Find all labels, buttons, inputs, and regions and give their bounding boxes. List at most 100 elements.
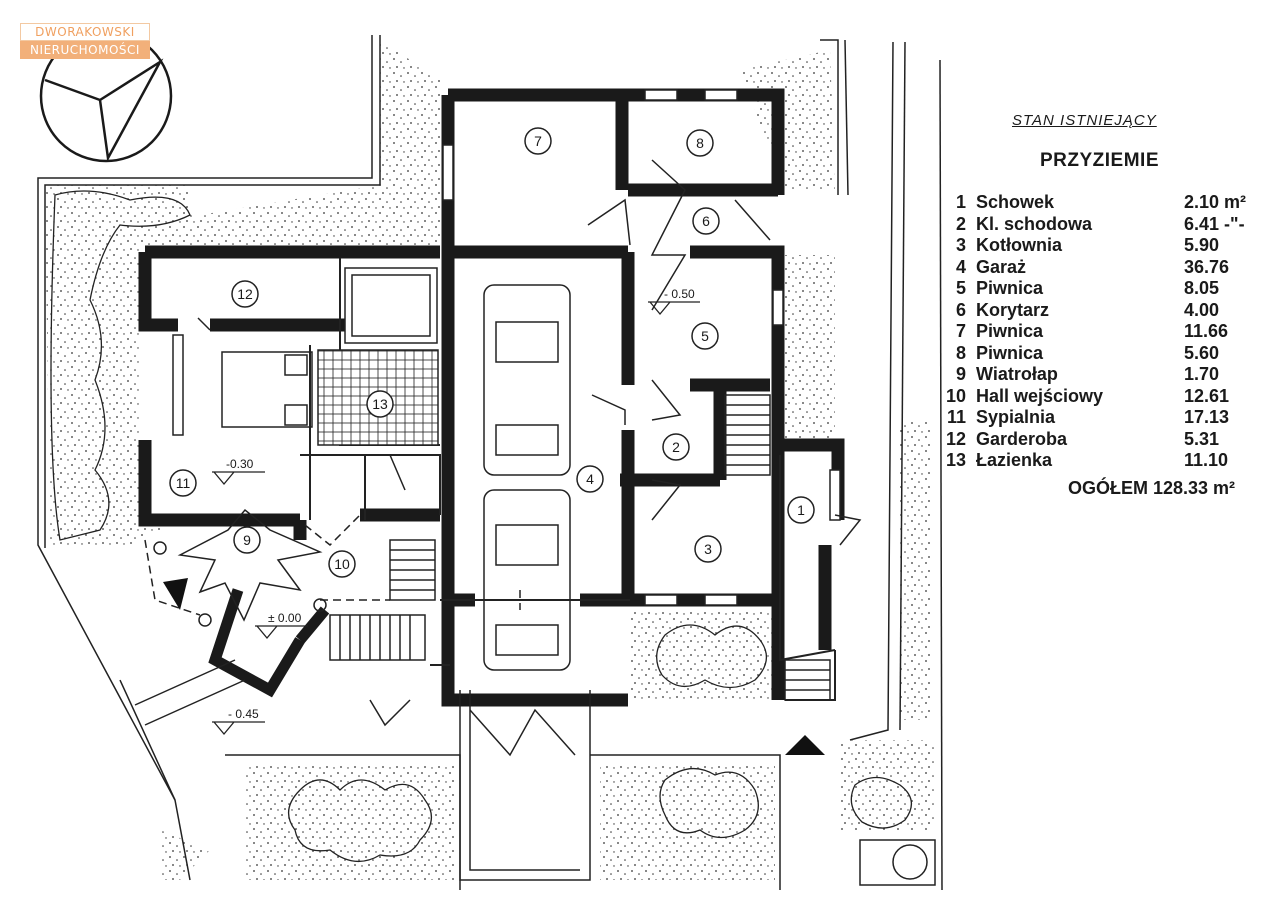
room-name: Korytarz: [976, 299, 1050, 320]
room-area: 1.70: [1184, 364, 1220, 384]
room-name: Schowek: [976, 192, 1055, 212]
room-name: Łazienka: [976, 450, 1053, 470]
svg-text:9: 9: [243, 532, 251, 548]
svg-text:5: 5: [701, 328, 709, 344]
staircase-icon: [329, 394, 831, 701]
legend-row: 1 Schowek 2.10 m²: [940, 192, 1280, 214]
level-marker-minus-030: -0.30: [212, 457, 265, 486]
room-area: 5.60: [1184, 342, 1220, 363]
svg-text:8: 8: [696, 135, 704, 151]
room-name: Kl. schodowa: [976, 213, 1093, 234]
bed-icon: [221, 351, 313, 428]
legend-row: 6 Korytarz 4.00: [940, 300, 1280, 322]
driveway: [134, 659, 591, 881]
shrub-icon: [288, 624, 912, 862]
svg-text:7: 7: [534, 133, 542, 149]
room-marker-13: 13: [366, 390, 394, 418]
room-number: 8: [955, 342, 966, 363]
level-marker-zero: ± 0.00: [255, 611, 308, 640]
legend-header: STAN ISTNIEJĄCY: [1012, 112, 1157, 129]
room-area: 36.76: [1184, 256, 1230, 277]
room-area: 12.61: [1184, 385, 1230, 406]
svg-text:3: 3: [704, 541, 712, 557]
room-marker-10: 10: [328, 550, 356, 578]
room-number: 9: [955, 364, 966, 384]
shower-icon: [344, 267, 438, 344]
room-name: Kotłownia: [976, 235, 1062, 255]
room-marker-1: 1: [787, 496, 815, 524]
svg-text:- 0.50: - 0.50: [664, 287, 695, 301]
room-number: 4: [955, 256, 966, 277]
tree-outline: [50, 190, 191, 541]
room-area: 2.10 m²: [1184, 192, 1247, 212]
room-name: Sypialnia: [976, 407, 1056, 427]
car-icon: [483, 489, 571, 671]
room-number: 13: [945, 450, 966, 470]
legend-row: 2 Kl. schodowa 6.41 -"-: [940, 214, 1280, 236]
room-marker-9: 9: [233, 526, 261, 554]
svg-text:-0.30: -0.30: [226, 457, 254, 471]
room-area: 4.00: [1184, 299, 1220, 320]
logo-line-2: NIERUCHOMOŚCI: [20, 41, 150, 59]
room-name: Piwnica: [976, 321, 1044, 341]
svg-text:1: 1: [797, 502, 805, 518]
manhole-icon: [859, 839, 936, 886]
room-area: 5.90: [1184, 235, 1220, 255]
room-name: Wiatrołap: [976, 364, 1058, 384]
room-area: 8.05: [1184, 278, 1220, 298]
legend-row: 12 Garderoba 5.31: [940, 429, 1280, 451]
legend-row: 8 Piwnica 5.60: [940, 343, 1280, 365]
room-number: 1: [955, 192, 966, 212]
dashed-outline: [144, 514, 521, 616]
svg-text:13: 13: [372, 396, 388, 412]
room-marker-11: 11: [169, 469, 197, 497]
room-marker-3: 3: [694, 535, 722, 563]
windows: [172, 89, 841, 606]
svg-text:11: 11: [176, 475, 191, 491]
room-marker-4: 4: [576, 465, 604, 493]
room-number: 7: [955, 321, 966, 341]
room-number-markers: 7 8 6 12 5 13 2 4 11 1 9 3 10: [169, 127, 815, 578]
room-marker-6: 6: [692, 207, 720, 235]
pillar-icon: [153, 541, 327, 627]
room-area: 5.31: [1184, 428, 1220, 449]
logo-line-1: DWORAKOWSKI: [20, 23, 150, 41]
svg-text:± 0.00: ± 0.00: [268, 611, 302, 625]
svg-text:4: 4: [586, 471, 594, 487]
entrance-star: [177, 508, 323, 622]
door-swings: [197, 159, 862, 757]
room-marker-8: 8: [686, 129, 714, 157]
room-name: Garaż: [976, 256, 1027, 277]
legend-title: PRZYZIEMIE: [1040, 150, 1160, 171]
room-number: 2: [955, 213, 966, 234]
room-marker-7: 7: [524, 127, 552, 155]
room-name: Piwnica: [976, 278, 1044, 298]
room-number: 5: [955, 278, 966, 298]
company-logo: DWORAKOWSKI NIERUCHOMOŚCI: [20, 23, 150, 59]
svg-text:6: 6: [702, 213, 710, 229]
room-marker-5: 5: [691, 322, 719, 350]
svg-text:- 0.45: - 0.45: [228, 707, 259, 721]
room-number: 10: [945, 385, 966, 406]
room-number: 11: [946, 407, 966, 427]
room-area: 11.66: [1184, 321, 1229, 341]
triangle-marker-icon: [163, 578, 825, 755]
vestibule-walls: [208, 588, 330, 698]
room-area: 6.41 -"-: [1184, 213, 1245, 234]
svg-text:2: 2: [672, 439, 680, 455]
room-name: Piwnica: [976, 342, 1044, 363]
room-marker-2: 2: [662, 433, 690, 461]
level-marker-minus-045: - 0.45: [212, 707, 265, 736]
room-area: 17.13: [1184, 407, 1230, 427]
level-markers: - 0.50 -0.30 ± 0.00 - 0.45: [212, 287, 700, 736]
room-name: Garderoba: [976, 428, 1068, 449]
svg-text:10: 10: [334, 556, 350, 572]
room-number: 12: [945, 428, 966, 449]
room-number: 6: [955, 299, 966, 320]
legend-row: 11 Sypialnia 17.13: [940, 407, 1280, 429]
